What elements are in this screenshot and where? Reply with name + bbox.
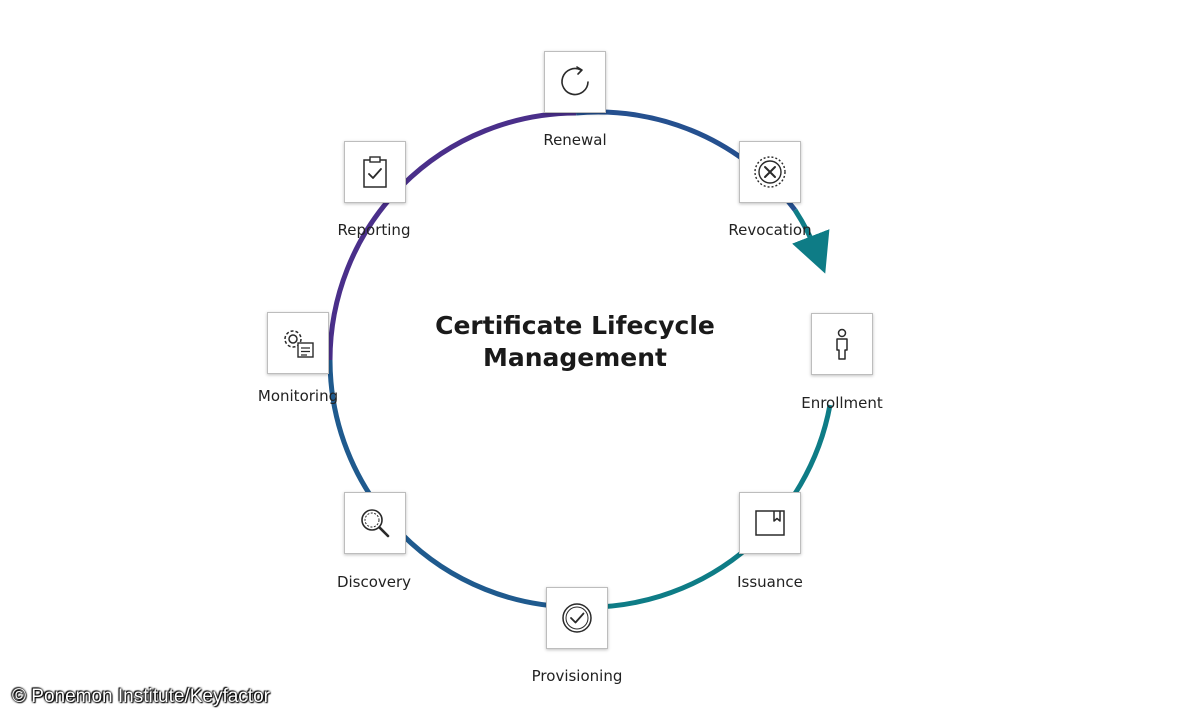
stage-reporting-label: Reporting xyxy=(337,221,411,239)
ring-arc-lower-left xyxy=(327,359,577,610)
stage-issuance-label: Issuance xyxy=(737,573,803,591)
diagram-title-line1: Certificate Lifecycle xyxy=(435,311,715,340)
diagram-title-line2: Management xyxy=(482,343,668,372)
stage-renewal-label: Renewal xyxy=(543,131,607,149)
refresh-icon xyxy=(561,66,589,96)
stage-monitoring-node xyxy=(267,312,329,374)
stage-enrollment-label: Enrollment xyxy=(801,394,883,412)
certificate-icon xyxy=(755,510,785,536)
check-circle-icon xyxy=(562,603,592,633)
stage-revocation-label: Revocation xyxy=(728,221,812,239)
image-credit: © Ponemon Institute/Keyfactor xyxy=(12,686,270,707)
gear-dashboard-icon xyxy=(284,330,314,358)
stage-reporting-node xyxy=(344,141,406,203)
revoke-icon xyxy=(754,156,786,188)
stage-monitoring-label: Monitoring xyxy=(257,387,339,405)
stage-renewal-node xyxy=(544,51,606,113)
stage-discovery-node xyxy=(344,492,406,554)
stage-provisioning-node xyxy=(546,587,608,649)
stage-revocation-node xyxy=(739,141,801,203)
clipboard-check-icon xyxy=(363,156,387,188)
magnifier-icon xyxy=(361,509,390,538)
stage-provisioning-label: Provisioning xyxy=(531,667,623,685)
ring-arrow xyxy=(792,208,830,274)
stage-discovery-label: Discovery xyxy=(336,573,412,591)
stage-enrollment-node xyxy=(811,313,873,375)
stage-issuance-node xyxy=(739,492,801,554)
person-icon xyxy=(836,328,848,360)
diagram-title: Certificate Lifecycle Management xyxy=(435,310,715,374)
